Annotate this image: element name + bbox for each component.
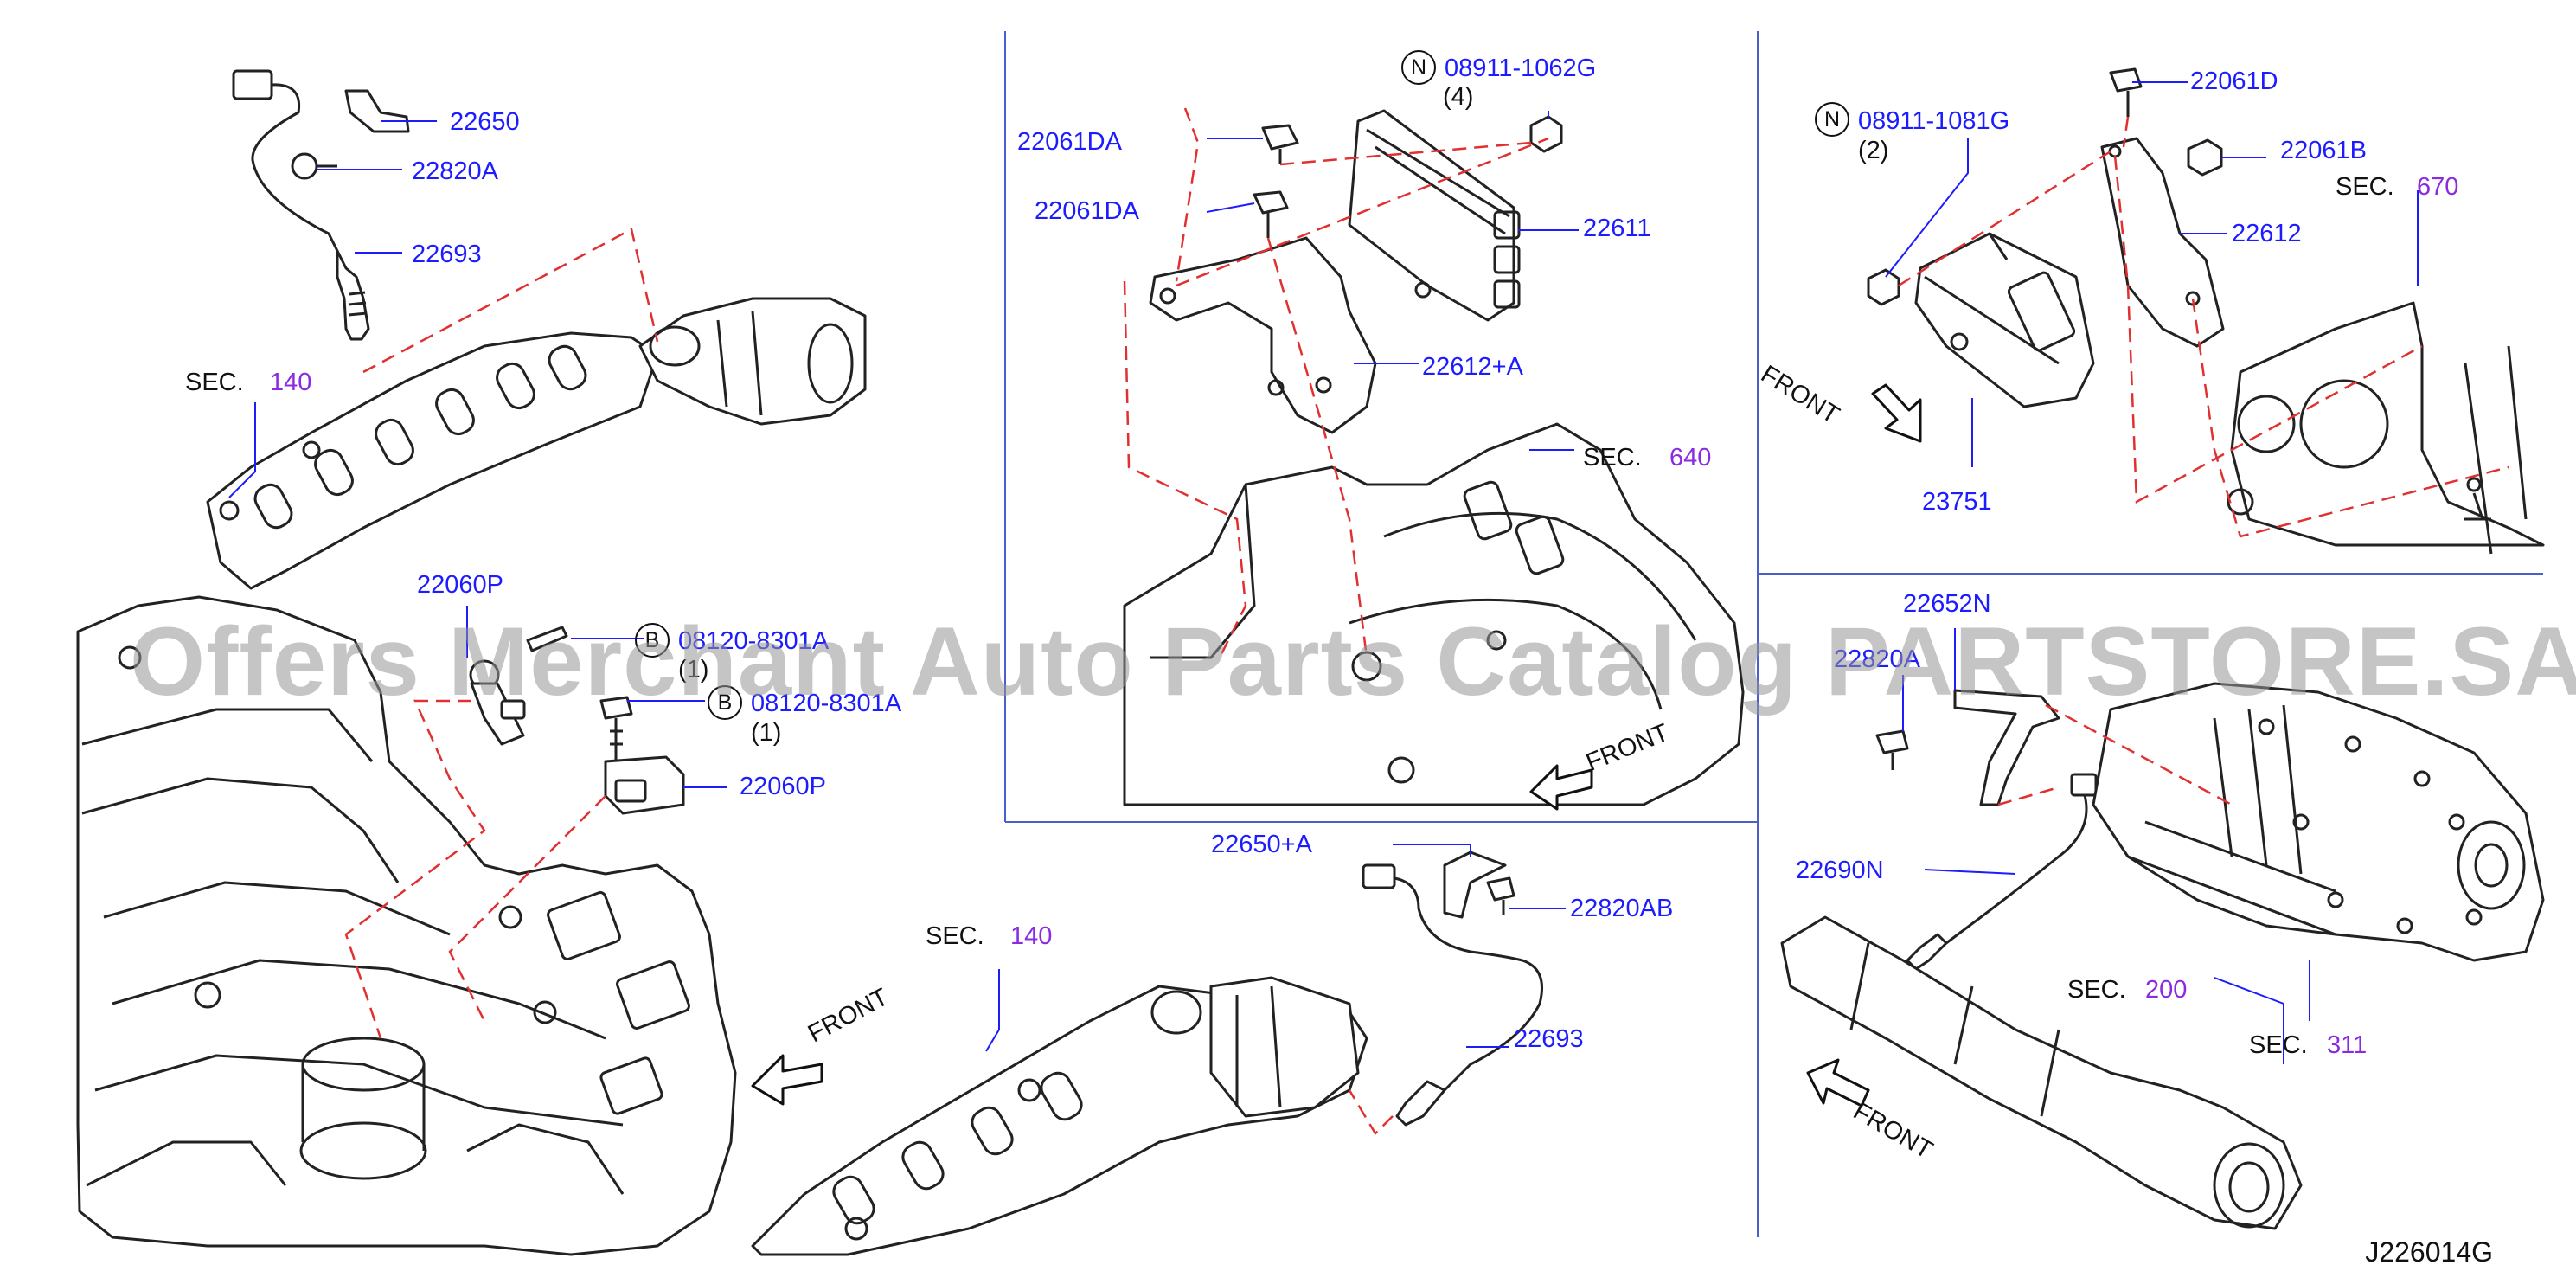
lower-left-dashes [344, 699, 606, 1039]
front-arrows [751, 383, 1922, 1107]
section-label: SEC. [2067, 976, 2126, 1004]
part-22693[interactable]: 22693 [412, 241, 482, 268]
part-22061da-lower[interactable]: 22061DA [1035, 197, 1139, 225]
part-22690n[interactable]: 22690N [1796, 857, 1884, 884]
part-22612-a[interactable]: 22612+A [1422, 353, 1523, 381]
right-top-dashes [1898, 116, 2509, 538]
part-22652n[interactable]: 22652N [1903, 590, 1991, 618]
nut-08911-1062g[interactable]: 08911-1062G [1445, 55, 1597, 82]
drawing-code: J226014G [2365, 1236, 2493, 1268]
right-bottom-assembly [1780, 628, 2545, 1230]
section-200-link[interactable]: 200 [2145, 976, 2188, 1004]
upper-left-assembly [206, 69, 867, 590]
section-670-link[interactable]: 670 [2417, 173, 2459, 201]
part-22611[interactable]: 22611 [1583, 215, 1651, 242]
nut-qty-right: (2) [1858, 137, 1889, 164]
center-bottom-dashes [1348, 1089, 1394, 1136]
part-22061d[interactable]: 22061D [2190, 67, 2278, 95]
bolt-08120-8301a-upper[interactable]: 08120-8301A [678, 627, 830, 655]
upper-left-dashes [362, 228, 659, 374]
part-22060p-lower[interactable]: 22060P [740, 773, 826, 800]
part-22820ab[interactable]: 22820AB [1570, 895, 1674, 922]
part-22820a[interactable]: 22820A [412, 157, 498, 185]
watermark: Offers Merchant Auto Parts Catalog PARTS… [130, 607, 2576, 716]
part-22820a-right[interactable]: 22820A [1834, 645, 1920, 673]
section-label: SEC. [2336, 173, 2394, 201]
part-23751[interactable]: 23751 [1922, 488, 1992, 516]
panel-dividers [1004, 31, 2543, 1237]
part-22612[interactable]: 22612 [2232, 220, 2302, 247]
part-22061da-upper[interactable]: 22061DA [1017, 128, 1122, 156]
bolt-qty-lower: (1) [751, 719, 782, 747]
center-bottom-assembly [751, 844, 1566, 1256]
center-top-assembly [1123, 109, 1745, 806]
part-22650[interactable]: 22650 [450, 108, 520, 136]
bolt-08120-8301a-lower[interactable]: 08120-8301A [751, 690, 902, 717]
part-22693-lower[interactable]: 22693 [1514, 1025, 1584, 1053]
lower-left-engine [76, 595, 737, 1256]
section-640-link[interactable]: 640 [1669, 444, 1712, 472]
bolt-qty-upper: (1) [678, 656, 709, 684]
section-label: SEC. [2249, 1031, 2308, 1059]
right-bottom-dashes [1997, 703, 2233, 806]
right-top-assembly [1867, 67, 2545, 555]
part-22061b[interactable]: 22061B [2280, 137, 2367, 164]
section-311-link[interactable]: 311 [2327, 1031, 2368, 1059]
nut-08911-1081g[interactable]: 08911-1081G [1858, 107, 2010, 135]
section-label: SEC. [1583, 444, 1642, 472]
nut-qty: (4) [1443, 83, 1474, 111]
center-top-dashes [1123, 107, 1549, 658]
section-140-link-lower[interactable]: 140 [1010, 922, 1053, 950]
circle-n-marker: N [1401, 50, 1436, 85]
section-label: SEC. [926, 922, 984, 950]
circle-n-marker: N [1815, 102, 1849, 137]
part-22650-a[interactable]: 22650+A [1211, 831, 1312, 858]
part-22060p-upper[interactable]: 22060P [417, 571, 503, 599]
section-label: SEC. [185, 369, 244, 396]
circle-b-marker: B [708, 685, 742, 720]
circle-b-marker: B [635, 623, 670, 658]
section-140-link[interactable]: 140 [270, 369, 312, 396]
